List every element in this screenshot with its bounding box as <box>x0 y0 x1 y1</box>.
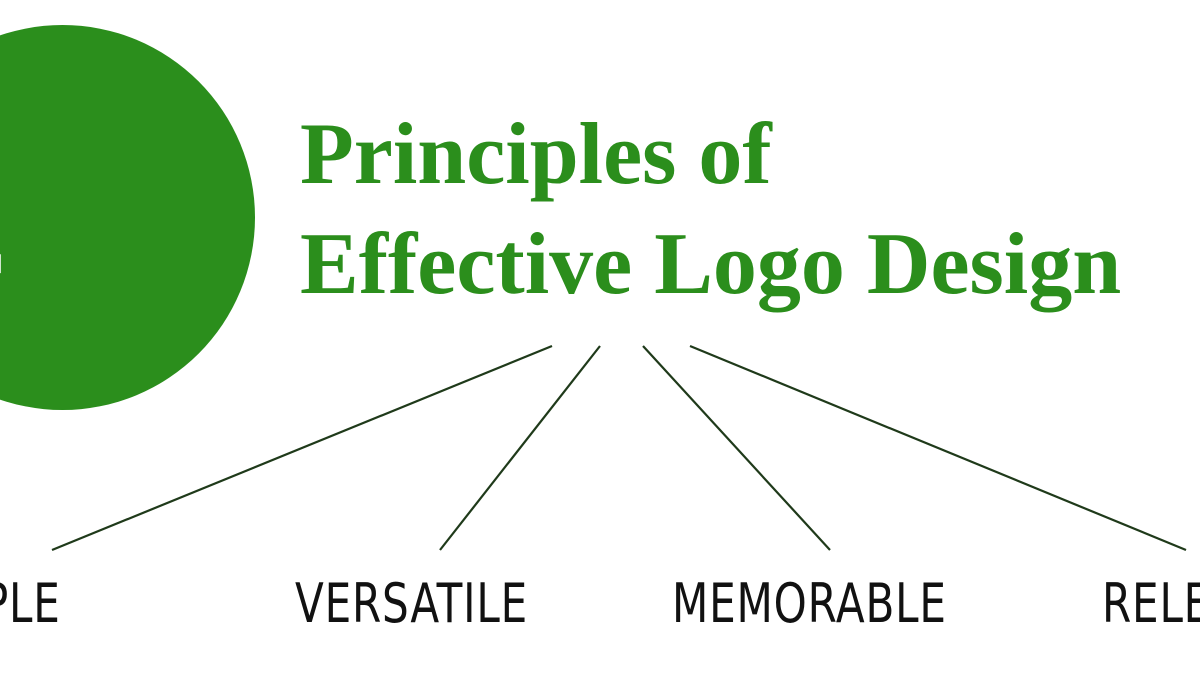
principle-memorable: MEMORABLE <box>672 572 947 635</box>
connector-simple <box>51 344 553 552</box>
principle-versatile: VERSATILE <box>295 572 529 635</box>
title-line-2: Effective Logo Design <box>300 216 1122 313</box>
connector-relevant <box>689 344 1187 552</box>
principle-relevant: RELEVANT <box>1102 572 1200 635</box>
connector-memorable <box>642 345 831 551</box>
connector-versatile <box>439 345 601 551</box>
diagram-title: Principles of Effective Logo Design <box>300 100 1121 320</box>
title-line-1: Principles of <box>300 106 772 203</box>
principle-simple: SIMPLE <box>0 572 61 635</box>
